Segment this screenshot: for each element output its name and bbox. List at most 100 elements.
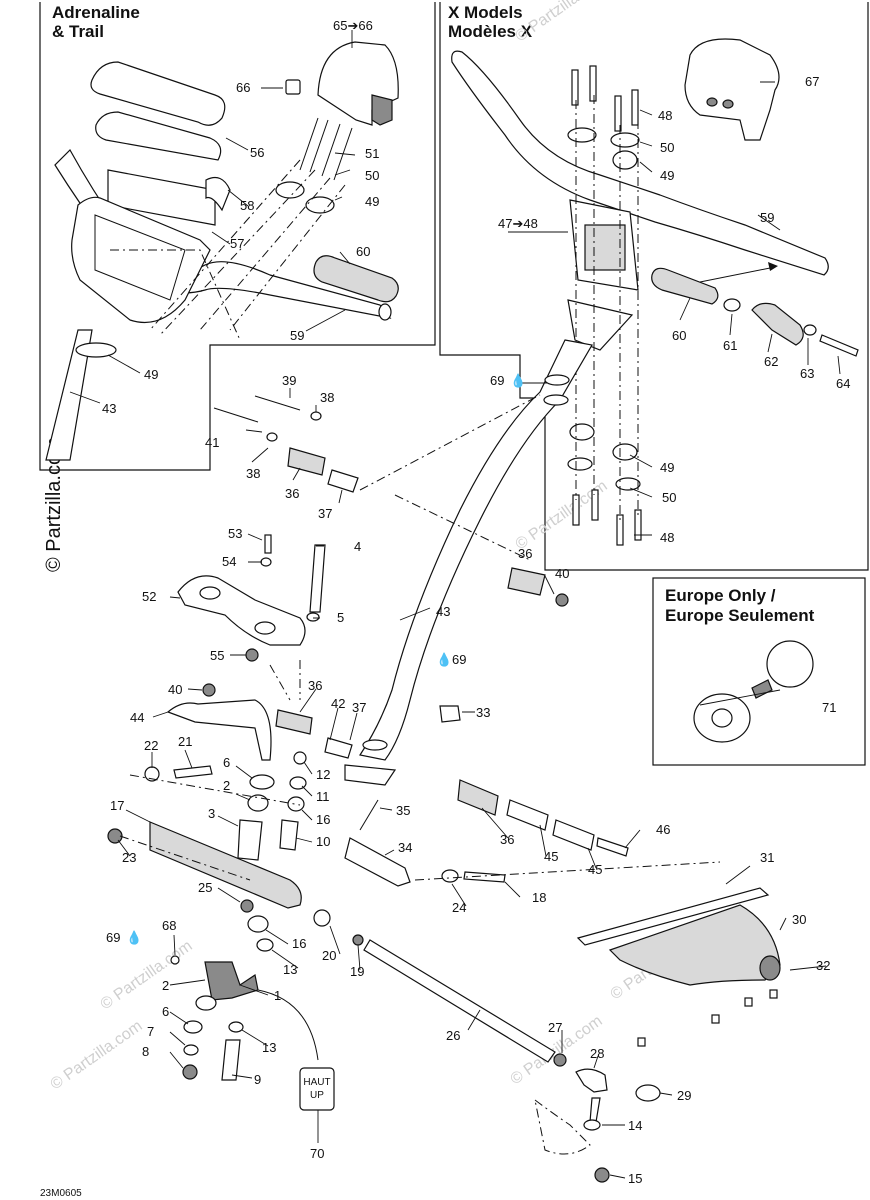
callout-67: 67: [805, 74, 819, 89]
bolt-53: [264, 534, 272, 554]
clamp-part-a: [275, 181, 305, 199]
lower-left-parts: [107, 751, 307, 913]
bushing-2b: [195, 995, 217, 1011]
washer-38a: [310, 411, 322, 421]
sleeve-37a: [327, 469, 359, 493]
steering-column-part: [359, 339, 593, 761]
steering-column-top-part: [45, 329, 93, 461]
rivet-32b: [744, 997, 753, 1007]
callout-70: 70: [310, 1146, 324, 1161]
bushing-2a: [247, 794, 269, 812]
callout-13a: 13: [283, 962, 297, 977]
callout-36a: 36: [285, 486, 299, 501]
drop-icon-69c: 💧: [126, 930, 142, 945]
x-models-title-line1: X Models: [448, 3, 523, 22]
bracket-52-hole-a: [199, 586, 221, 600]
bushing-36c: [275, 709, 313, 735]
callout-49b: 49: [144, 367, 158, 382]
bracket-44: [166, 699, 272, 761]
spindle-ghost: [534, 1098, 591, 1155]
x-mount-62: [751, 302, 804, 346]
callout-69a: 69: [490, 373, 504, 388]
bolt-51-b: [309, 119, 329, 173]
link-34: [344, 837, 411, 887]
callout-36b: 36: [518, 546, 532, 561]
callout-4: 4: [354, 539, 361, 554]
x-washer-61: [723, 298, 741, 312]
europe-horn-parts: [693, 640, 814, 743]
callout-60b: 60: [672, 328, 686, 343]
x-bolt-a: [571, 69, 579, 106]
callout-25: 25: [198, 880, 212, 895]
callout-49c: 49: [660, 168, 674, 183]
bolt-46: [596, 837, 629, 857]
callout-48b: 48: [660, 530, 674, 545]
horn-clamp-71: [751, 679, 773, 699]
callout-30: 30: [792, 912, 806, 927]
clamp-part-b: [305, 196, 335, 214]
callout-59a: 59: [290, 328, 304, 343]
callout-12: 12: [316, 767, 330, 782]
x-bolt-b: [589, 65, 597, 102]
nut-19: [352, 934, 364, 946]
arm-1: [204, 961, 259, 1001]
boot-29: [635, 1084, 661, 1102]
column-ring-lower: [362, 739, 388, 751]
callout-50c: 50: [662, 490, 676, 505]
callout-50b: 50: [660, 140, 674, 155]
callout-33: 33: [476, 705, 490, 720]
cover-latch-part: [371, 94, 393, 126]
callout-43b: 43: [436, 604, 450, 619]
column-ring-upper: [544, 374, 570, 386]
callout-40b: 40: [168, 682, 182, 697]
callout-23: 23: [122, 850, 136, 865]
drop-icon-69b: 💧: [436, 652, 452, 667]
column-ring-mid: [543, 394, 569, 406]
bolt-9: [221, 1039, 241, 1081]
callout-61: 61: [723, 338, 737, 353]
link-dash-line: [414, 861, 721, 881]
callout-7: 7: [147, 1024, 154, 1039]
bushing-36a: [287, 447, 326, 476]
x-models-parts: [451, 38, 859, 546]
sleeve-37b: [324, 737, 353, 759]
callout-13b: 13: [262, 1040, 276, 1055]
boot-33: [439, 705, 461, 723]
diagram-code: 23M0605: [40, 1188, 82, 1199]
callout-54: 54: [222, 554, 236, 569]
callout-16b: 16: [292, 936, 306, 951]
x-riser-block-face: [584, 224, 626, 271]
column-dash-lines: [359, 394, 541, 561]
callout-21: 21: [178, 734, 192, 749]
callout-19: 19: [350, 964, 364, 979]
leader-lines: [69, 30, 841, 1179]
washer-5: [306, 612, 320, 622]
handlebar-end-part: [378, 303, 392, 321]
ball-joint-20: [313, 909, 331, 927]
decal-70: [299, 1067, 335, 1111]
europe-title-line2: Europe Seulement: [665, 606, 815, 625]
washer-7: [183, 1044, 199, 1056]
callout-37b: 37: [352, 700, 366, 715]
callout-45b: 45: [588, 862, 602, 877]
callout-52: 52: [142, 589, 156, 604]
callout-41: 41: [205, 435, 219, 450]
bolt-51-c: [321, 123, 341, 177]
callout-27: 27: [548, 1020, 562, 1035]
bolt-4: [309, 544, 326, 613]
callout-55: 55: [210, 648, 224, 663]
washer-13a: [256, 938, 274, 952]
stud-28: [589, 1097, 601, 1123]
x-clamp-c: [612, 150, 638, 170]
callout-57: 57: [230, 236, 244, 251]
watermark-faint-4: © Partzilla.com: [48, 1018, 146, 1094]
x-cover-hole-a: [706, 97, 718, 107]
drop-icon-69a: 💧: [510, 373, 526, 388]
callout-66: 66: [236, 80, 250, 95]
boot-30: [608, 904, 781, 986]
bracket-52-hole-b: [254, 621, 276, 635]
x-handlebar-part: [451, 50, 829, 276]
x-lower-bolt-d: [634, 509, 642, 541]
callout-3: 3: [208, 806, 215, 821]
